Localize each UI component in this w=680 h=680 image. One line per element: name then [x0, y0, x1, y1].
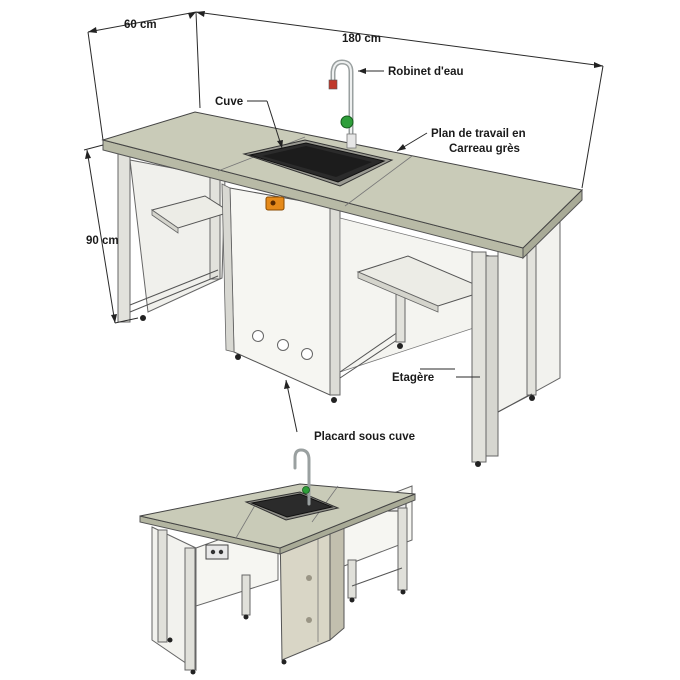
- power-socket: [205, 544, 229, 560]
- secondary-bench-view: [139, 448, 416, 675]
- callout-cupboard: Placard sous cuve: [314, 431, 415, 443]
- dimension-height: 90 cm: [86, 235, 119, 247]
- left-front-leg: [117, 149, 131, 323]
- vent-hole: [252, 330, 264, 342]
- main-bench-drawing: [101, 59, 584, 467]
- faucet: [328, 59, 357, 149]
- cupboard-under-sink: [229, 187, 331, 396]
- callout-worktop-line1: Plan de travail en: [431, 128, 526, 140]
- vent-hole: [301, 348, 313, 360]
- right-front-leg: [471, 251, 487, 463]
- left-back-leg: [209, 173, 221, 280]
- vent-hole: [277, 339, 289, 351]
- dimension-width: 180 cm: [342, 33, 381, 45]
- callout-faucet: Robinet d'eau: [388, 66, 464, 78]
- callout-shelf: Etagère: [392, 372, 434, 384]
- green-valve: [340, 115, 354, 129]
- callout-leaders: [247, 68, 480, 433]
- sink-basin: [242, 139, 394, 187]
- callout-worktop-line2: Carreau grès: [449, 143, 520, 155]
- callout-sink: Cuve: [215, 96, 243, 108]
- dimension-lines: [83, 11, 604, 324]
- dimension-depth: 60 cm: [124, 19, 157, 31]
